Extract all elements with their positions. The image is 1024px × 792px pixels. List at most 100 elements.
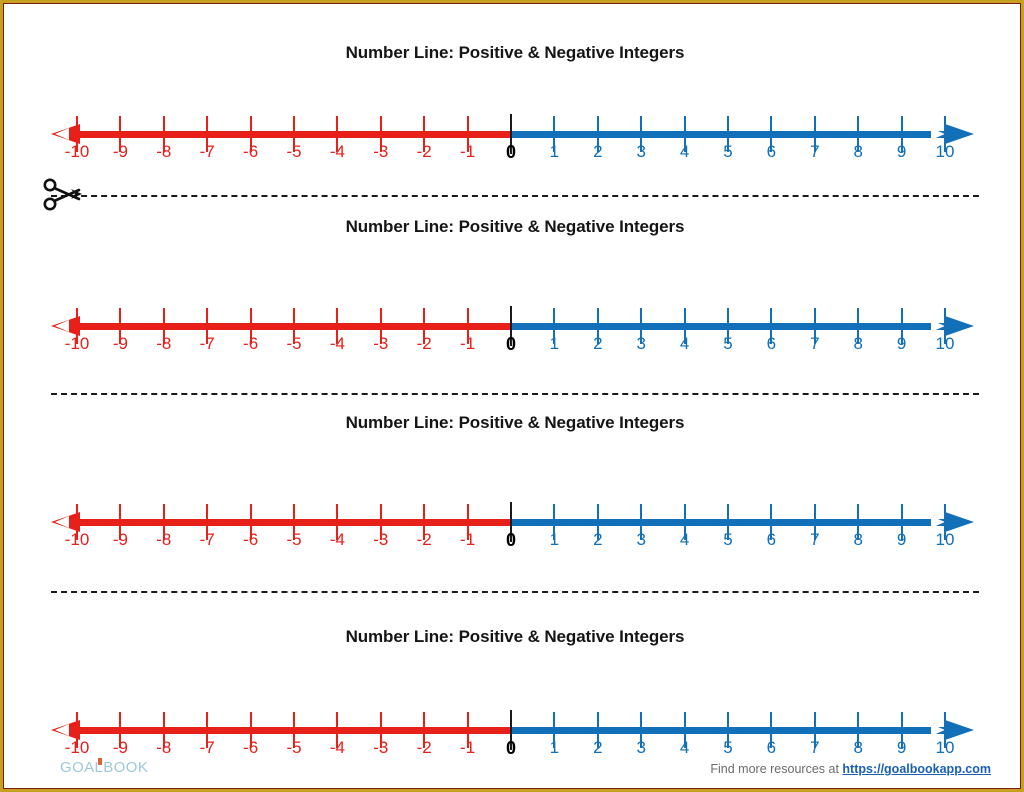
number-label-9: 9 xyxy=(896,142,907,161)
number-label-neg7: -7 xyxy=(199,142,215,161)
number-label-neg10: -10 xyxy=(64,738,90,757)
section-title-2: Number Line: Positive & Negative Integer… xyxy=(345,217,685,236)
tick-6 xyxy=(770,712,773,748)
tick-neg6 xyxy=(249,712,252,748)
number-label-3: 3 xyxy=(636,530,646,549)
tick-neg5 xyxy=(293,116,295,152)
tick-1 xyxy=(553,712,556,748)
tick-neg2 xyxy=(423,116,426,152)
tick-7 xyxy=(813,712,816,748)
number-label-0: 0 xyxy=(505,142,516,162)
tick-neg6 xyxy=(249,308,252,344)
tick-3 xyxy=(640,308,643,344)
number-label-neg1: -1 xyxy=(460,738,476,757)
number-label-neg10: -10 xyxy=(64,334,90,353)
number-label-6: 6 xyxy=(766,530,777,549)
number-label-2: 2 xyxy=(593,142,603,161)
goalbook-link[interactable]: https://goalbookapp.com xyxy=(842,762,991,776)
tick-neg2 xyxy=(423,308,426,344)
tick-neg5 xyxy=(293,308,295,344)
number-label-neg5: -5 xyxy=(286,530,302,549)
number-label-neg8: -8 xyxy=(156,142,172,161)
number-label-neg10: -10 xyxy=(64,530,90,549)
number-label-5: 5 xyxy=(723,738,733,757)
cut-line-1 xyxy=(51,195,979,197)
tick-neg7 xyxy=(206,712,209,748)
number-label-0: 0 xyxy=(505,738,516,758)
tick-2 xyxy=(596,116,599,152)
number-label-neg9: -9 xyxy=(112,334,128,353)
number-label-2: 2 xyxy=(593,530,603,549)
tick-neg2 xyxy=(423,504,426,540)
section-title-4: Number Line: Positive & Negative Integer… xyxy=(345,627,685,646)
number-label-neg4: -4 xyxy=(329,738,345,757)
number-label-7: 7 xyxy=(810,530,820,549)
tick-5 xyxy=(727,308,729,344)
number-label-0: 0 xyxy=(505,530,516,550)
tick-neg1 xyxy=(466,116,469,152)
number-label-neg7: -7 xyxy=(199,334,215,353)
number-label-4: 4 xyxy=(679,530,690,549)
footer-note-prefix: Find more resources at xyxy=(710,762,843,776)
tick-8 xyxy=(857,504,860,540)
tick-5 xyxy=(727,116,729,152)
tick-8 xyxy=(857,116,860,152)
tick-group xyxy=(51,114,979,156)
tick-neg8 xyxy=(162,712,165,748)
number-label-10: 10 xyxy=(935,530,955,549)
tick-neg7 xyxy=(206,504,209,540)
tick-neg4 xyxy=(336,116,339,152)
tick-neg2 xyxy=(423,712,426,748)
tick-9 xyxy=(900,116,903,152)
tick-neg1 xyxy=(466,504,469,540)
number-label-neg6: -6 xyxy=(243,530,259,549)
tick-4 xyxy=(683,308,686,344)
number-label-6: 6 xyxy=(766,738,777,757)
number-label-neg3: -3 xyxy=(373,142,389,161)
tick-10 xyxy=(944,116,946,152)
tick-7 xyxy=(813,116,816,152)
tick-neg3 xyxy=(379,712,382,748)
number-label-neg3: -3 xyxy=(373,334,389,353)
tick-2 xyxy=(596,712,599,748)
number-label-2: 2 xyxy=(593,334,603,353)
number-label-3: 3 xyxy=(636,738,646,757)
left-arrow-icon xyxy=(51,316,80,336)
tick-3 xyxy=(640,712,643,748)
right-arrow-icon xyxy=(931,720,974,740)
number-label-neg4: -4 xyxy=(329,334,345,353)
number-label-neg6: -6 xyxy=(243,738,259,757)
number-label-10: 10 xyxy=(935,142,955,161)
tick-neg4 xyxy=(336,504,339,540)
number-line-section-2: Number Line: Positive & Negative Integer… xyxy=(3,199,1021,397)
tick-neg3 xyxy=(379,308,382,344)
tick-3 xyxy=(640,116,643,152)
number-label-neg3: -3 xyxy=(373,530,389,549)
tick-neg9 xyxy=(119,116,122,152)
left-arrow-icon xyxy=(51,124,80,144)
tick-group xyxy=(51,502,979,544)
tick-group xyxy=(51,306,979,348)
number-label-1: 1 xyxy=(549,738,560,757)
tick-6 xyxy=(770,504,773,540)
left-arrow-icon xyxy=(51,512,80,532)
tick-0 xyxy=(510,502,512,542)
tick-2 xyxy=(596,504,599,540)
tick-8 xyxy=(857,308,860,344)
number-label-6: 6 xyxy=(766,142,777,161)
number-label-4: 4 xyxy=(679,142,690,161)
number-label-neg8: -8 xyxy=(156,334,172,353)
tick-9 xyxy=(900,504,903,540)
tick-neg3 xyxy=(379,504,382,540)
tick-neg9 xyxy=(119,504,122,540)
number-line-section-3: Number Line: Positive & Negative Integer… xyxy=(3,397,1021,593)
tick-neg1 xyxy=(466,308,469,344)
tick-6 xyxy=(770,116,773,152)
number-label-4: 4 xyxy=(679,738,690,757)
number-line-axis xyxy=(51,306,979,346)
tick-1 xyxy=(553,308,556,344)
